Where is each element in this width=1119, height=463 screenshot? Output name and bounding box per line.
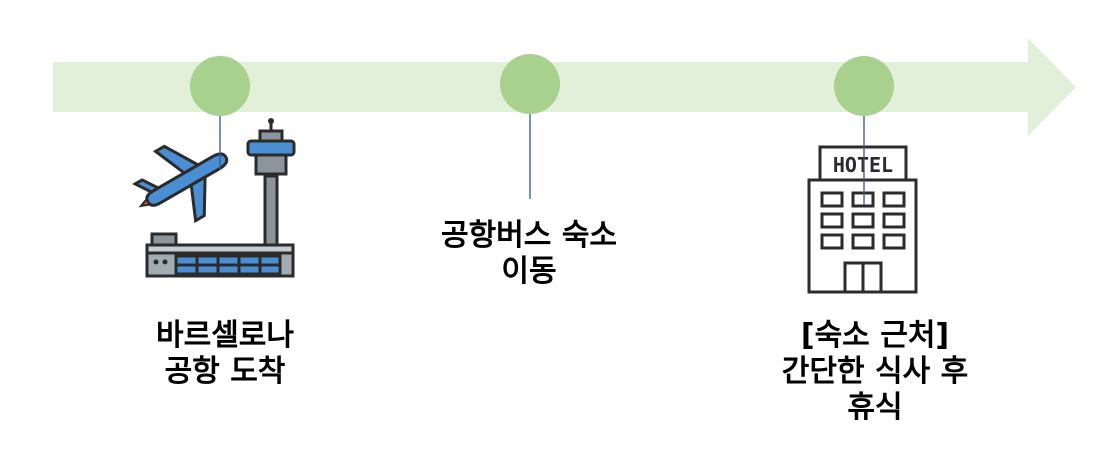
hotel-icon: HOTEL (807, 145, 918, 294)
event-label-line: 휴식 (847, 390, 903, 425)
timeline-arrow (53, 38, 1076, 136)
hotel-sign: HOTEL (833, 153, 893, 177)
event-label-line: [숙소 근처] (800, 318, 950, 353)
timeline-marker-3 (834, 56, 894, 116)
event-label-arrival: 바르셀로나 공항 도착 (140, 318, 310, 390)
timeline-marker-2 (500, 54, 560, 114)
event-label-rest: [숙소 근처] 간단한 식사 후 휴식 (745, 318, 1005, 426)
airport-icon (131, 118, 296, 278)
event-label-line: 바르셀로나 (156, 318, 294, 353)
timeline-marker-1 (190, 56, 250, 116)
event-label-line: 공항버스 숙소 (440, 218, 618, 253)
event-label-line: 간단한 식사 후 (781, 354, 969, 389)
event-label-line: 공항 도착 (164, 354, 286, 389)
event-label-line: 이동 (501, 254, 557, 289)
event-label-bus-transfer: 공항버스 숙소 이동 (414, 218, 644, 290)
